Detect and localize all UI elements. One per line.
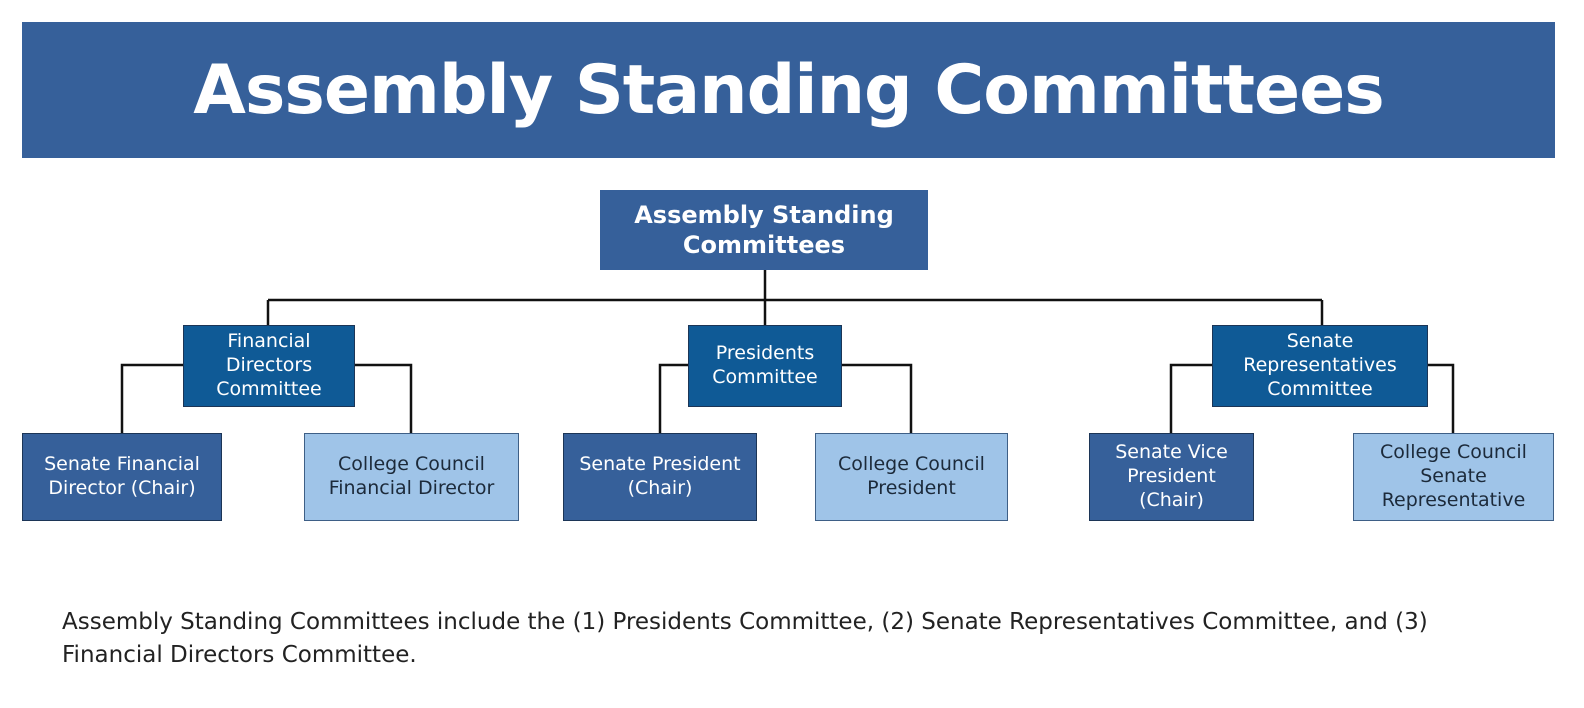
member-label: College Council Financial Director <box>328 453 495 499</box>
committee-senate-representatives: Senate Representatives Committee <box>1212 325 1428 407</box>
member-senate-financial-director: Senate Financial Director (Chair) <box>22 433 222 521</box>
connector-senate-reps-chair <box>1169 363 1212 433</box>
member-label: College Council Senate Representative <box>1380 441 1527 511</box>
member-label: Senate Vice President (Chair) <box>1115 441 1228 511</box>
committee-label: Financial Directors Committee <box>216 330 322 400</box>
connector-senate-reps-member <box>1428 363 1455 433</box>
committee-label: Senate Representatives Committee <box>1243 330 1397 400</box>
connector-presidents-member <box>842 363 913 433</box>
committee-label: Presidents Committee <box>712 342 818 388</box>
member-senate-president: Senate President (Chair) <box>563 433 757 521</box>
member-senate-vice-president: Senate Vice President (Chair) <box>1089 433 1254 521</box>
description-text: Assembly Standing Committees include the… <box>62 609 1428 669</box>
member-label: Senate President (Chair) <box>579 453 741 499</box>
member-label: College Council President <box>838 453 985 499</box>
member-college-council-senate-representative: College Council Senate Representative <box>1353 433 1554 521</box>
connector-financial-member <box>355 363 413 433</box>
committee-presidents: Presidents Committee <box>688 325 842 407</box>
connector-financial-chair <box>120 363 183 433</box>
committee-financial-directors: Financial Directors Committee <box>183 325 355 407</box>
page-title: Assembly Standing Committees <box>193 50 1384 130</box>
root-node-label: Assembly Standing Committees <box>634 201 894 259</box>
member-college-council-financial-director: College Council Financial Director <box>304 433 519 521</box>
root-node: Assembly Standing Committees <box>600 190 928 270</box>
member-label: Senate Financial Director (Chair) <box>44 453 200 499</box>
member-college-council-president: College Council President <box>815 433 1008 521</box>
title-banner: Assembly Standing Committees <box>22 22 1555 158</box>
connector-presidents-chair <box>658 363 688 433</box>
